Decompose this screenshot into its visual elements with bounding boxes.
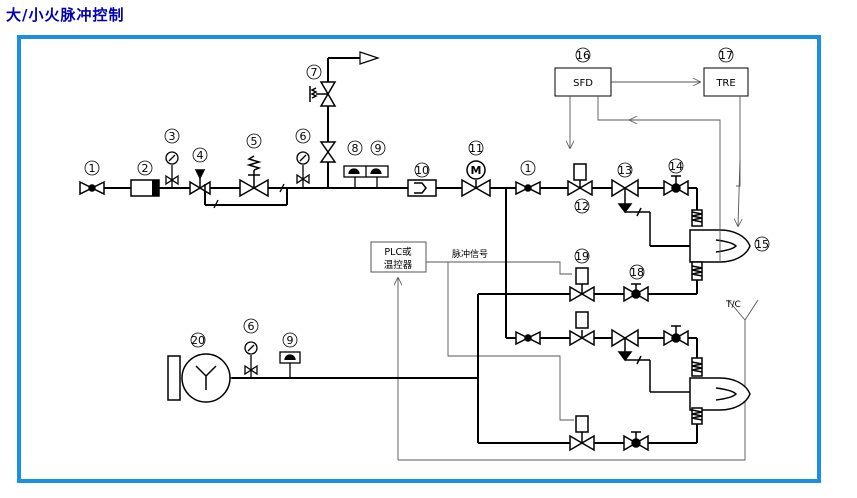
callout-18: 18 <box>630 266 644 279</box>
burner-lower-icon <box>689 357 751 425</box>
callout-4: 4 <box>197 149 204 162</box>
callout-14: 14 <box>669 160 683 173</box>
plc-box <box>370 241 427 273</box>
second-burner-valves-icon <box>515 311 690 393</box>
callout-16: 16 <box>576 49 590 62</box>
ratio-valve-13-icon <box>611 178 651 246</box>
blower-20-icon <box>167 353 240 403</box>
butterfly-valve-14-icon <box>663 175 689 197</box>
motor-valve-11-icon <box>461 160 491 198</box>
lower-gauge-icon <box>244 341 301 378</box>
ball-valve-1-icon <box>79 180 105 196</box>
sfd-label: SFD <box>573 78 593 89</box>
callout-2: 2 <box>142 162 149 175</box>
callout-6: 6 <box>300 130 307 143</box>
solenoid-valve-19-icon <box>569 267 595 303</box>
callout-labels: 1 2 3 4 5 6 7 8 9 10 11 12 13 14 15 16 1… <box>89 49 770 347</box>
callout-19: 19 <box>575 250 589 263</box>
callout-1b: 1 <box>525 162 532 175</box>
callout-20: 20 <box>191 334 205 347</box>
callout-9b: 9 <box>287 334 294 347</box>
relief-valve-5-icon <box>239 155 269 198</box>
solenoid-valve-12-icon <box>567 163 593 197</box>
burner-top-pipes <box>650 188 698 247</box>
callouts <box>84 47 770 348</box>
callout-12: 12 <box>575 200 589 213</box>
butterfly-valve-18-icon <box>623 283 649 303</box>
pressure-gauge-3-icon <box>165 151 179 188</box>
callout-5: 5 <box>251 135 258 148</box>
callout-13: 13 <box>618 164 632 177</box>
pressure-switch-8-9-icon <box>343 165 389 188</box>
flow-meter-10-icon <box>407 179 437 197</box>
filter-end-icon <box>152 180 159 196</box>
callout-15: 15 <box>755 238 769 251</box>
callout-11: 11 <box>469 142 483 155</box>
callout-6b: 6 <box>248 320 255 333</box>
callout-8: 8 <box>352 142 359 155</box>
vent-valve-icon <box>309 81 337 163</box>
callout-3: 3 <box>169 130 176 143</box>
sfd-box <box>554 67 612 97</box>
plc-label-1: PLC或 <box>384 246 412 258</box>
tc-label: T/C <box>725 300 741 310</box>
motor-label: M <box>471 164 482 177</box>
pressure-gauge-6-icon <box>296 151 310 188</box>
page-title: 大/小火脉冲控制 <box>6 6 125 24</box>
vent-arrow-icon <box>359 51 380 65</box>
callout-7: 7 <box>311 66 318 79</box>
lower-pipes <box>232 188 698 444</box>
tre-box <box>703 67 749 97</box>
bypass-marks <box>213 183 285 209</box>
regulator-4-icon <box>189 169 211 196</box>
callout-10: 10 <box>415 164 429 177</box>
callout-1: 1 <box>89 162 96 175</box>
tre-label: TRE <box>715 78 735 89</box>
pulse-signal-label: 脉冲信号 <box>452 248 488 260</box>
ball-valve-1b-icon <box>515 180 541 196</box>
plc-label-2: 温控器 <box>384 259 413 271</box>
callout-9: 9 <box>375 142 382 155</box>
callout-17: 17 <box>719 49 733 62</box>
lower-valves-icon <box>569 415 649 452</box>
